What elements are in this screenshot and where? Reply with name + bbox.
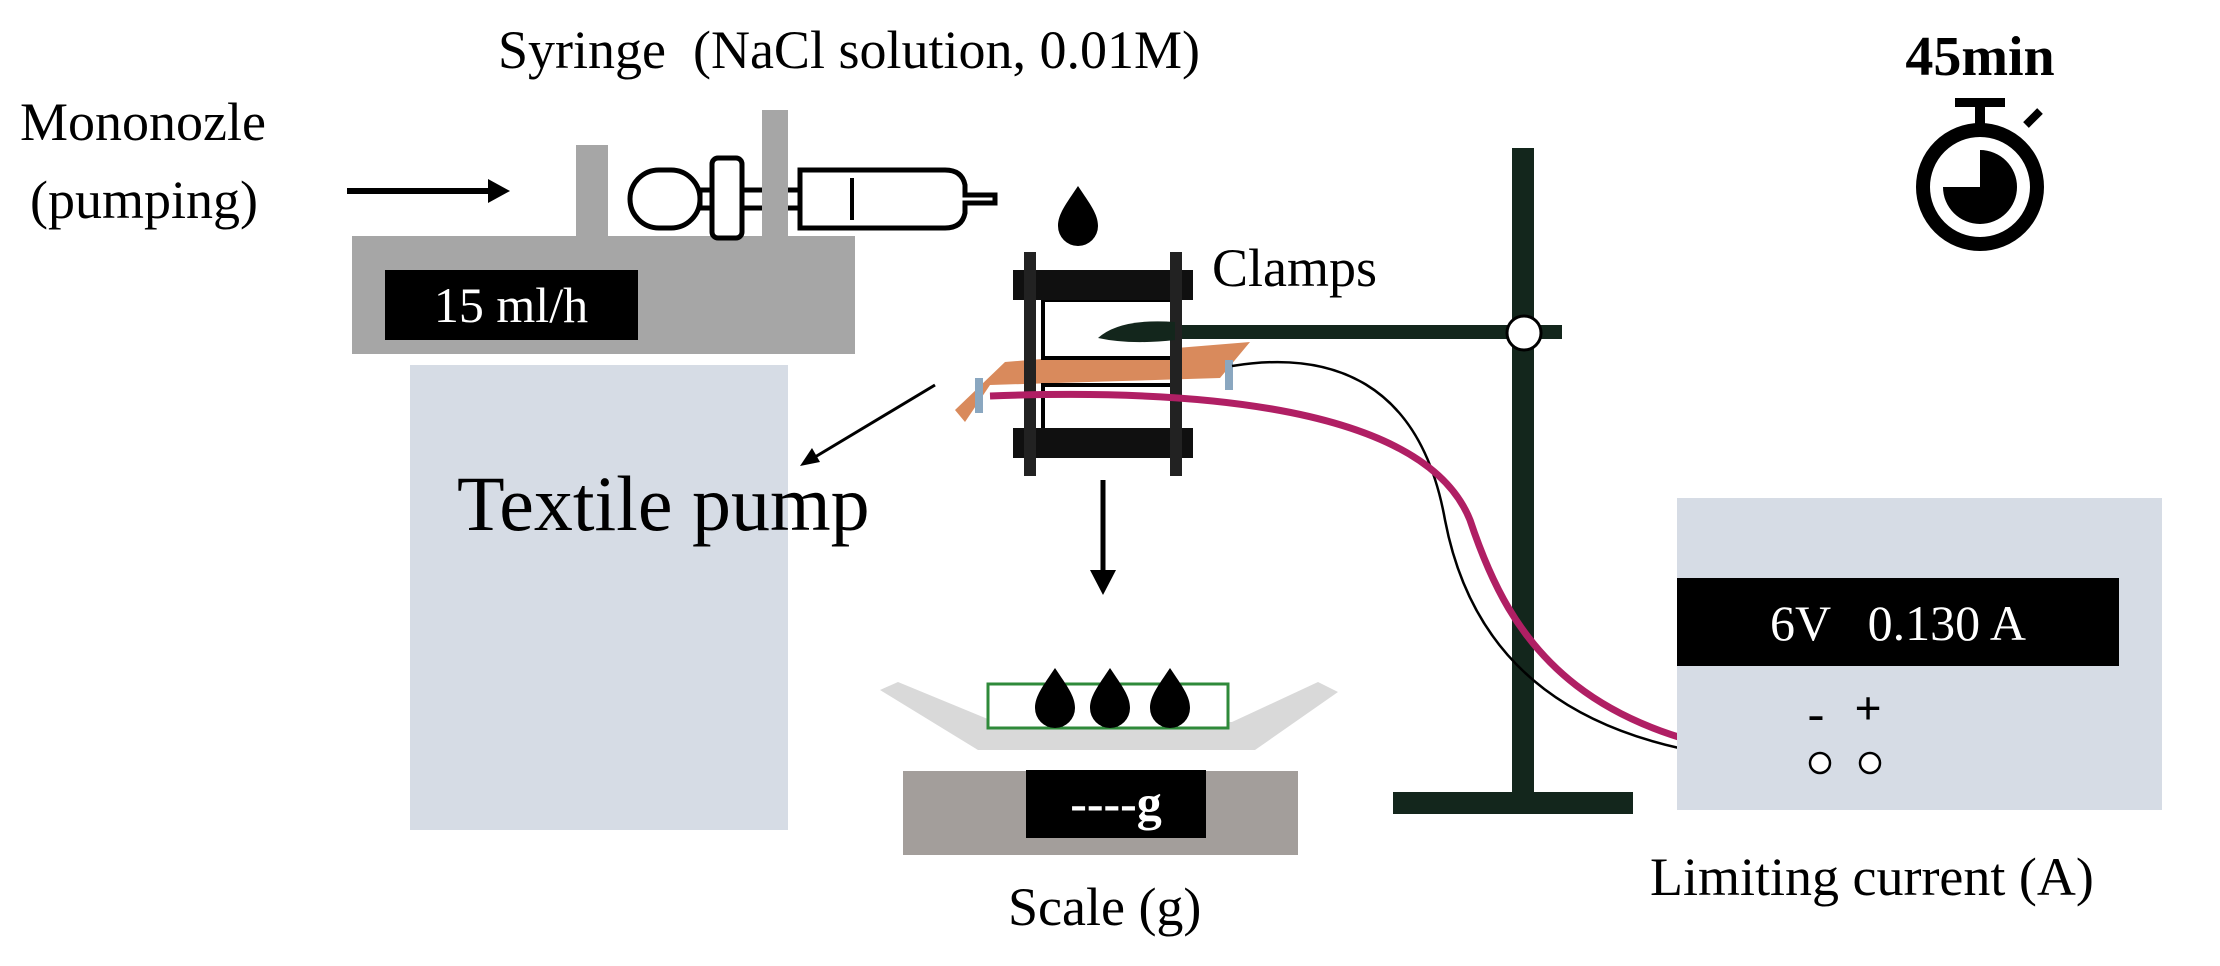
drop-icon [1058,186,1098,246]
pump-holder-right-front [762,110,788,245]
syringe [627,155,998,241]
clamp-top-bar [1013,270,1193,300]
timer-label: 45min [1905,26,2054,88]
membrane-cell [955,252,1250,476]
clamp-left-post [1024,252,1036,476]
clamp-jaw [1098,321,1175,343]
stand-rod [1512,148,1534,794]
stand-base [1393,792,1633,814]
stand-boss-head [1505,314,1543,352]
syringe-flange [709,155,745,241]
drip-arrow-icon [1090,480,1116,595]
terminal-minus-label: - [1808,685,1825,741]
wire-black [1231,360,1821,765]
drop-icon [1090,668,1130,728]
electrode-clip-left [975,378,983,413]
power-display [1677,578,2119,666]
clamp-right-post [1170,252,1182,476]
scale-label: Scale (g) [1008,877,1201,937]
textile-pump-arrow-icon [800,383,936,466]
pump-display [385,270,638,340]
drop-icon [1035,668,1075,728]
limiting-current-label: Limiting current (A) [1650,847,2094,907]
mononozle-label: Mononozle [20,92,266,152]
scale-display-text: ----g [1070,775,1162,831]
syringe-plunger-head [627,167,703,231]
syringe-label: Syringe (NaCl solution, 0.01M) [498,20,1200,80]
terminal-minus [1808,751,1832,775]
stopwatch-icon [1916,98,2044,251]
stand-arm [1170,325,1562,339]
scale-tray [880,682,1338,750]
pump-stand [410,365,788,830]
terminal-plus [1858,751,1882,775]
pump-holder-left [576,145,608,240]
mononozle-arrow-icon [347,179,510,203]
terminal-plus-label: + [1854,682,1881,735]
scale-display [1026,770,1206,838]
clamps-label: Clamps [1212,238,1377,298]
power-display-text: 6V 0.130 A [1770,595,2026,651]
textile-pump-label: Textile pump [457,460,870,547]
drop-icon [1150,668,1190,728]
electrode-clip-right [1225,360,1233,390]
wire-red [989,390,1871,767]
syringe-barrel [797,167,998,231]
mononozle-sub-label: (pumping) [30,170,258,230]
clamp-bottom-bar [1013,428,1193,458]
pump-display-text: 15 ml/h [434,277,588,333]
